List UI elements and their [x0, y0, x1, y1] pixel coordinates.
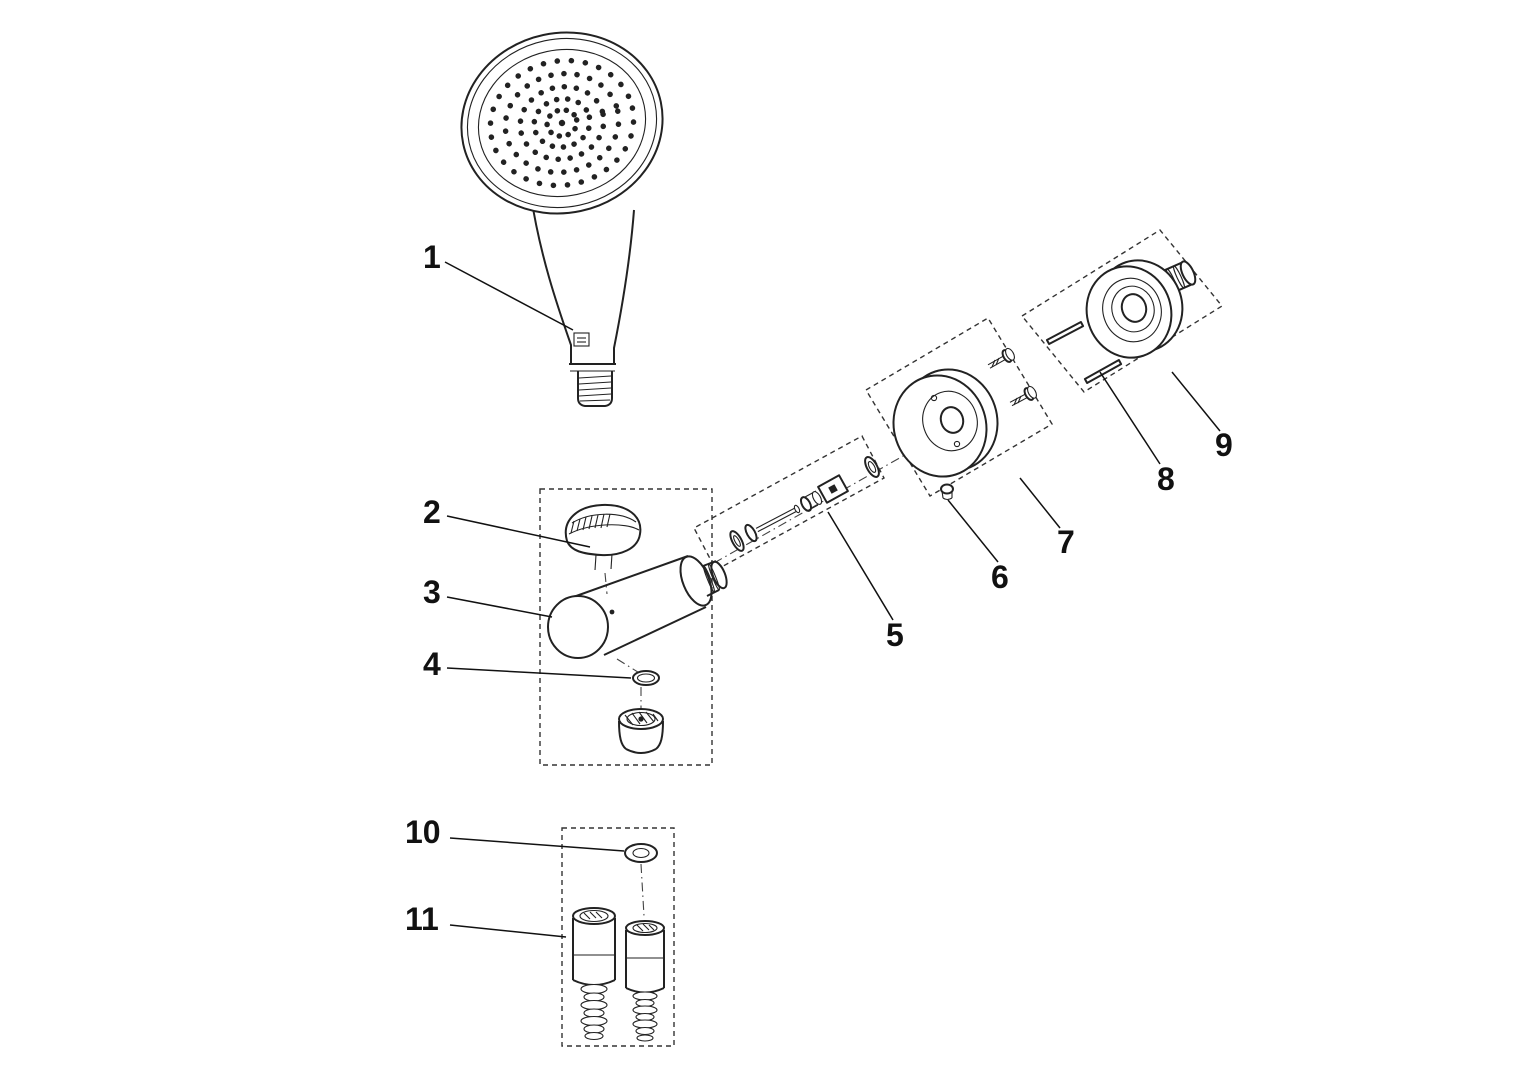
spray-center-dot [558, 119, 566, 127]
cartridge-assembly [729, 456, 880, 552]
leader-line-3 [446, 596, 553, 618]
holder-hatching [570, 513, 611, 534]
leader-line-9 [1171, 371, 1221, 432]
oring-centerline [616, 658, 642, 711]
escutcheon-hole [939, 406, 965, 434]
escutcheon-screw-1 [987, 347, 1015, 369]
leader-line-7 [1019, 477, 1061, 529]
leader-line-5 [827, 511, 894, 621]
spindle-rod [755, 504, 801, 533]
screw-hole-top [930, 394, 938, 402]
group-box-flange [1020, 229, 1224, 393]
group-box-cartridge [693, 435, 885, 571]
callout-9-label: 9 [1215, 427, 1233, 463]
hose-ribs-right [632, 991, 658, 1042]
mounting-pins [1045, 321, 1123, 384]
shower-handle [530, 195, 635, 407]
callout-3-label: 3 [423, 574, 441, 610]
washer-small-1 [729, 530, 745, 552]
flange-hole [1120, 293, 1148, 323]
screw-hole-bottom [953, 440, 961, 448]
leader-line-10 [449, 837, 625, 852]
o-ring [632, 670, 660, 686]
wall-flange [1085, 259, 1197, 359]
plug-screw [940, 483, 954, 501]
callout-11-label: 11 [405, 901, 439, 937]
hose-connector-left [572, 907, 616, 1041]
spindle-sleeve [799, 490, 823, 512]
escutcheon [892, 347, 1037, 478]
callout-7-label: 7 [1057, 524, 1075, 560]
check-valve-cap [618, 708, 664, 754]
escutcheon-face [892, 374, 988, 478]
callout-8-label: 8 [1157, 461, 1175, 497]
valve-end-face [547, 595, 609, 659]
valve-outlet-stub [702, 560, 728, 597]
valve-pin-hole [609, 609, 615, 615]
leader-line-2 [446, 515, 591, 548]
escutcheon-screw-2 [1009, 385, 1037, 407]
cap-hatching [624, 711, 659, 726]
leader-lines [444, 261, 1221, 938]
callout-2-label: 2 [423, 494, 441, 530]
leader-line-11 [449, 924, 567, 938]
callout-4-label: 4 [423, 646, 441, 682]
hand-shower [460, 31, 664, 407]
group-box-connectors [561, 827, 675, 1047]
washer [624, 843, 658, 863]
leader-line-1 [444, 261, 574, 331]
pin-2 [1083, 359, 1123, 384]
cartridge-body [817, 474, 849, 504]
handle-logo [573, 332, 590, 347]
callout-6-label: 6 [991, 559, 1009, 595]
leader-line-4 [446, 667, 632, 679]
group-box-holder-valve [539, 488, 713, 766]
holder-insert [564, 503, 642, 571]
washer-small-3 [864, 456, 880, 478]
pin-1 [1045, 321, 1085, 345]
leader-line-6 [947, 499, 999, 563]
holder-valve-centerline [604, 572, 608, 595]
callout-labels: 1 2 3 4 5 6 7 8 9 10 11 [405, 239, 1233, 937]
callout-10-label: 10 [405, 814, 441, 850]
washer-connector-centerline [640, 863, 645, 917]
thread-lines [578, 375, 612, 402]
hose-connectors [572, 907, 665, 1042]
callout-5-label: 5 [886, 617, 904, 653]
valve-body [547, 555, 728, 659]
callout-1-label: 1 [423, 239, 441, 275]
hose-ribs-left [580, 983, 608, 1041]
shower-head [460, 31, 664, 215]
leader-line-8 [1099, 371, 1161, 465]
hose-connector-right [625, 920, 665, 1042]
washer-small-2 [744, 523, 758, 543]
group-box-escutcheon [865, 317, 1053, 497]
